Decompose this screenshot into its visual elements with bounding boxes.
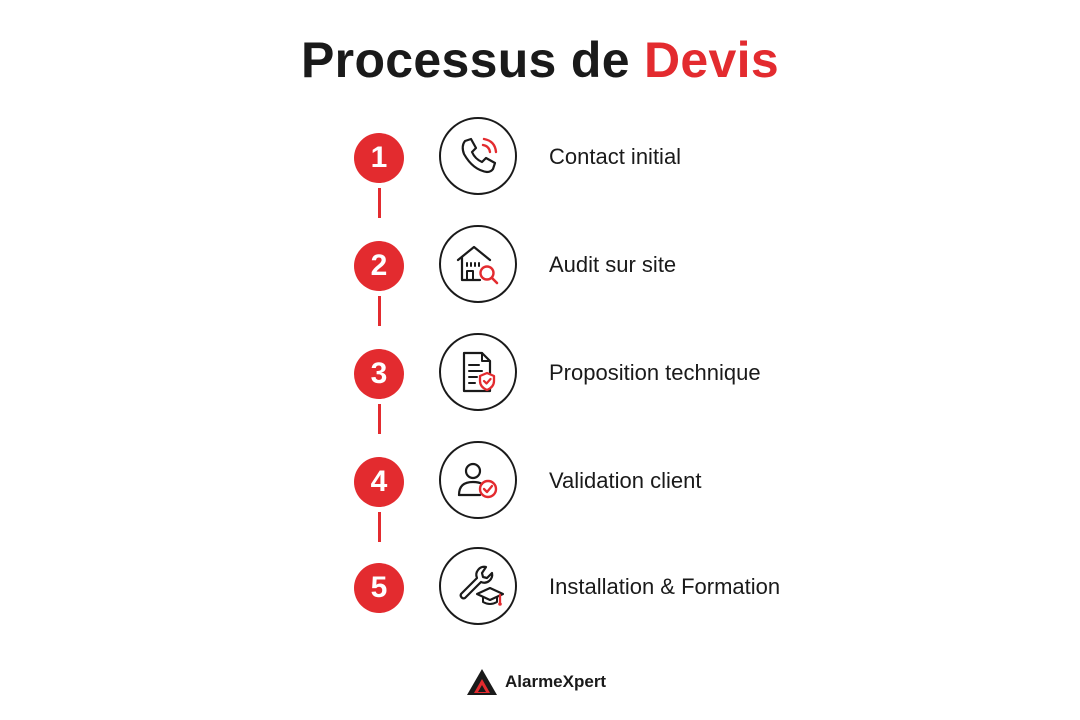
alarmexpert-logo-icon xyxy=(467,669,497,695)
step-label: Validation client xyxy=(549,468,702,493)
step-5: 5 Installation & Formation xyxy=(0,546,1080,630)
step-number-badge: 5 xyxy=(354,563,404,613)
building-search-icon xyxy=(456,245,499,285)
title-main: Processus de xyxy=(301,32,630,88)
step-number-badge: 2 xyxy=(354,241,404,291)
wrench-graduation-icon xyxy=(459,565,505,606)
step-connector xyxy=(378,188,381,218)
step-4: 4 Validation client xyxy=(0,440,1080,524)
step-icon-circle xyxy=(439,547,517,625)
step-label: Proposition technique xyxy=(549,360,761,385)
step-1: 1 Contact initial xyxy=(0,116,1080,200)
step-connector xyxy=(378,404,381,434)
step-3: 3 Proposition technique xyxy=(0,332,1080,416)
step-icon-circle xyxy=(439,441,517,519)
step-label: Installation & Formation xyxy=(549,574,781,599)
step-connector xyxy=(378,296,381,326)
document-shield-icon xyxy=(462,351,496,393)
brand-footer: AlarmeXpert xyxy=(465,666,606,698)
step-number-badge: 4 xyxy=(354,457,404,507)
step-icon-circle xyxy=(439,117,517,195)
step-2: 2 Audit sur site xyxy=(0,224,1080,308)
user-check-icon xyxy=(457,462,498,499)
brand-name: AlarmeXpert xyxy=(505,672,607,691)
page-title: Processus de Devis xyxy=(0,28,1080,92)
step-label: Contact initial xyxy=(549,144,682,169)
step-number-badge: 1 xyxy=(354,133,404,183)
step-number-badge: 3 xyxy=(354,349,404,399)
phone-icon xyxy=(461,137,498,174)
step-icon-circle xyxy=(439,225,517,303)
step-icon-circle xyxy=(439,333,517,411)
title-accent: Devis xyxy=(644,32,779,88)
step-connector xyxy=(378,512,381,542)
step-label: Audit sur site xyxy=(549,252,677,277)
